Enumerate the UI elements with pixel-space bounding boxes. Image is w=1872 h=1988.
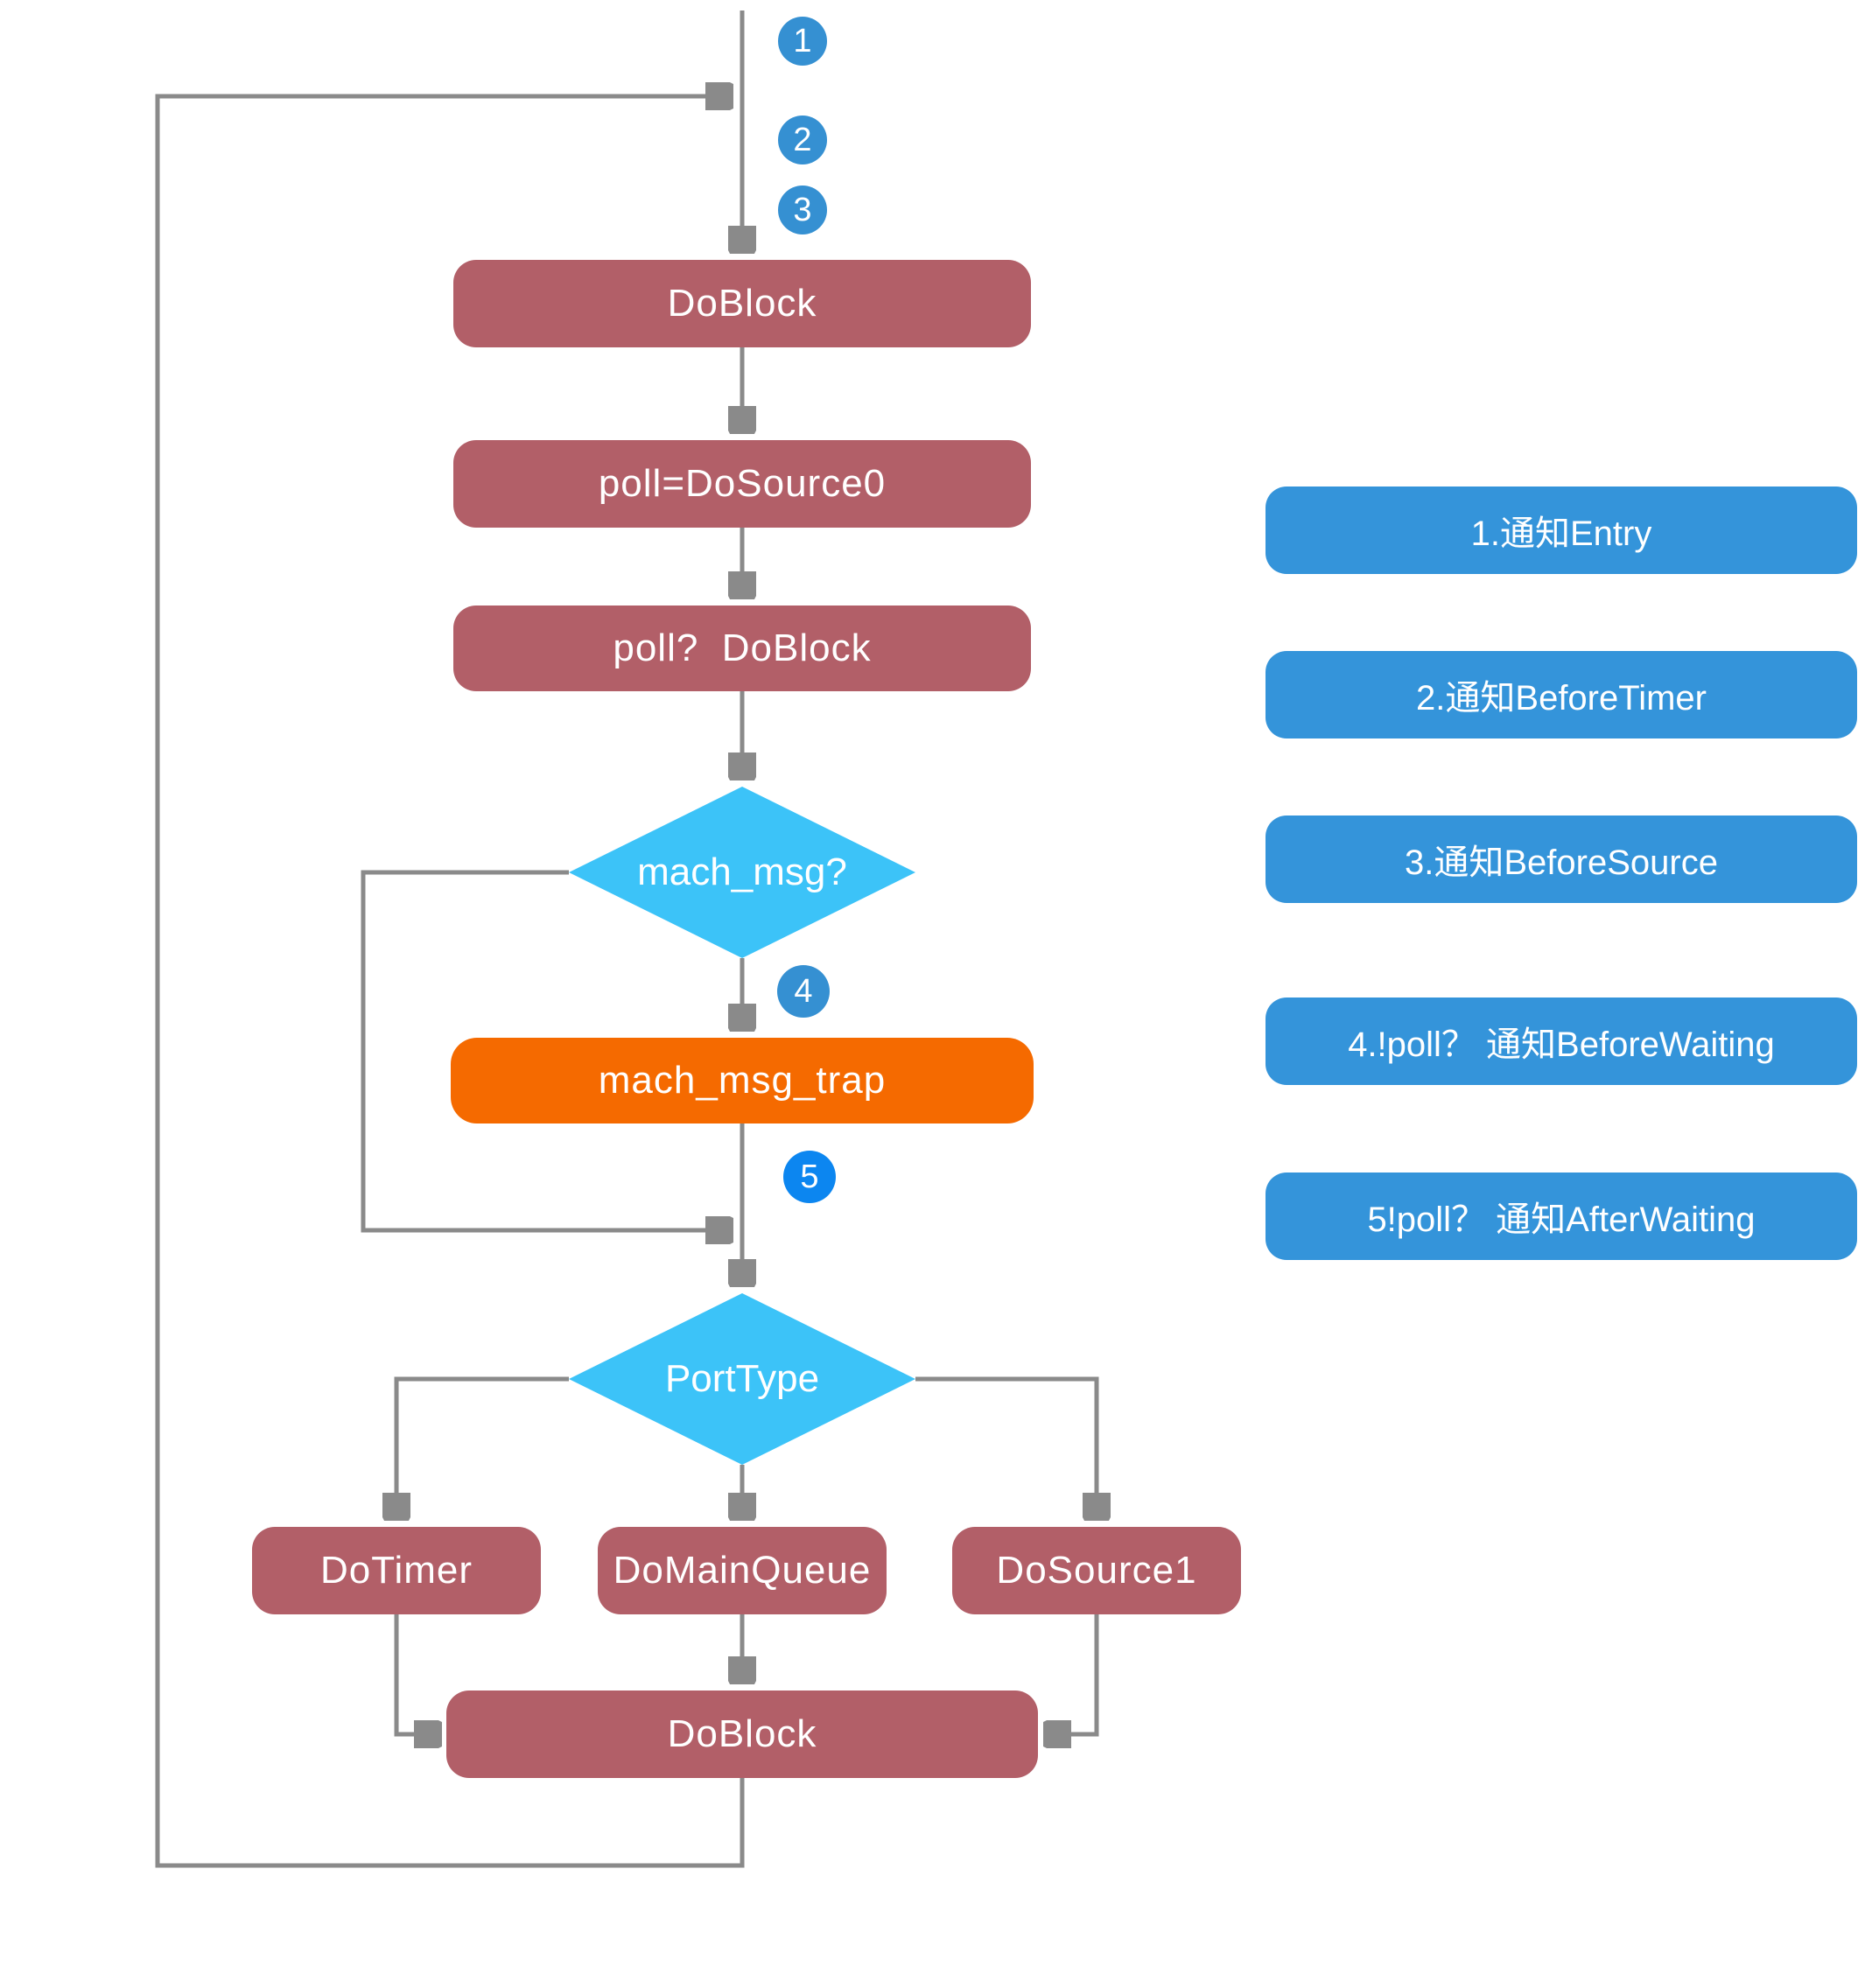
legend-item-before-waiting: 4.!poll？ 通知BeforeWaiting xyxy=(1266,998,1857,1085)
connector-machmsg-bypass xyxy=(361,870,732,1230)
step-marker-4: 4 xyxy=(777,965,830,1018)
decision-mach-msg-label: mach_msg? xyxy=(637,850,847,893)
connector-dosource1-to-doblock xyxy=(1045,1614,1099,1734)
step-marker-3: 3 xyxy=(778,186,827,234)
legend-item-after-waiting: 5!poll？ 通知AfterWaiting xyxy=(1266,1172,1857,1260)
legend-item-before-timer: 2.通知BeforeTimer xyxy=(1266,651,1857,738)
connector-dotimer-to-doblock xyxy=(394,1614,440,1734)
legend-item-entry: 1.通知Entry xyxy=(1266,486,1857,574)
step-marker-1: 1 xyxy=(778,17,827,66)
connector-porttype-to-dosource1 xyxy=(915,1376,1097,1519)
node-doblock-bottom: DoBlock xyxy=(446,1690,1038,1778)
decision-porttype-label: PortType xyxy=(664,1357,820,1400)
node-poll-doblock: poll? DoBlock xyxy=(453,606,1031,691)
step-marker-2: 2 xyxy=(778,116,827,164)
node-domainqueue: DoMainQueue xyxy=(598,1527,887,1614)
node-poll-dosource0: poll=DoSource0 xyxy=(453,440,1031,528)
legend-item-before-source: 3.通知BeforeSource xyxy=(1266,816,1857,903)
connector-porttype-to-dotimer xyxy=(396,1376,569,1519)
node-doblock-top: DoBlock xyxy=(453,260,1031,347)
node-mach-msg-trap: mach_msg_trap xyxy=(451,1038,1034,1124)
node-dotimer: DoTimer xyxy=(252,1527,541,1614)
connector-loopback xyxy=(155,96,745,1868)
step-marker-5: 5 xyxy=(783,1151,836,1203)
node-dosource1: DoSource1 xyxy=(952,1527,1241,1614)
decision-mach-msg-shape xyxy=(569,787,915,958)
decision-porttype-shape xyxy=(569,1293,915,1465)
